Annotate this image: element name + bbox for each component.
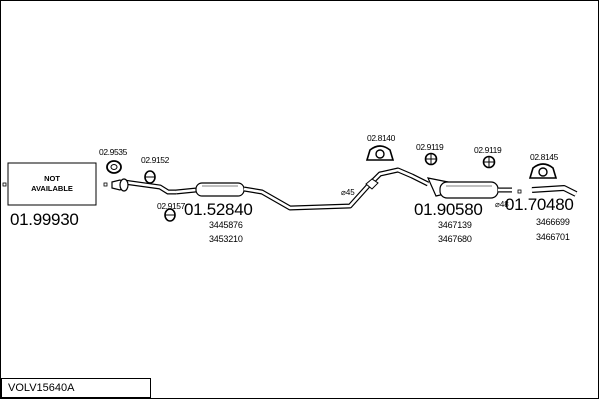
accessory-label: 02.9535 bbox=[99, 147, 128, 157]
connector-marker bbox=[517, 189, 522, 194]
connector-marker bbox=[103, 182, 108, 187]
oe-number: 3466701 bbox=[536, 232, 570, 242]
not-available-line1: NOT bbox=[44, 174, 60, 183]
pipe-size-label: ⌀48 bbox=[495, 200, 509, 209]
oe-number: 3466699 bbox=[536, 217, 570, 227]
mount-02-8140[interactable] bbox=[365, 145, 395, 161]
clamp-02-9152[interactable] bbox=[144, 170, 156, 184]
not-available-part[interactable]: NOT AVAILABLE bbox=[7, 162, 97, 206]
part-number-01-70480: 01.70480 bbox=[505, 195, 574, 214]
diagram-title: VOLV15640A bbox=[1, 378, 151, 398]
accessory-label: 02.9119 bbox=[416, 142, 444, 152]
hanger-02-9157[interactable] bbox=[164, 208, 176, 222]
oe-number: 3467680 bbox=[438, 234, 472, 244]
tail-pipe[interactable] bbox=[531, 185, 578, 197]
front-pipe[interactable] bbox=[111, 178, 176, 195]
mount-02-8145[interactable] bbox=[528, 163, 558, 179]
gasket-02-9535[interactable] bbox=[106, 160, 122, 174]
part-number-01-52840: 01.52840 bbox=[184, 200, 253, 219]
rear-silencer[interactable] bbox=[426, 177, 512, 199]
not-available-line2: AVAILABLE bbox=[31, 184, 73, 193]
connector-marker bbox=[2, 182, 7, 187]
part-number-01-90580: 01.90580 bbox=[414, 200, 483, 219]
not-available-box bbox=[7, 162, 97, 206]
accessory-label: 02.9119 bbox=[474, 145, 502, 155]
accessory-label: 02.9152 bbox=[141, 155, 170, 165]
accessory-label: 02.8145 bbox=[530, 152, 559, 162]
oe-number: 3453210 bbox=[209, 234, 243, 244]
oe-number: 3445876 bbox=[209, 220, 243, 230]
middle-silencer[interactable] bbox=[175, 167, 430, 211]
part-number-01-99930: 01.99930 bbox=[10, 210, 79, 229]
clamp-02-9119-a[interactable] bbox=[424, 152, 438, 166]
oe-number: 3467139 bbox=[438, 220, 472, 230]
accessory-label: 02.8140 bbox=[367, 133, 396, 143]
pipe-size-label: ⌀45 bbox=[341, 188, 355, 197]
clamp-02-9119-b[interactable] bbox=[482, 155, 496, 169]
accessory-label: 02.9157 bbox=[157, 201, 186, 211]
